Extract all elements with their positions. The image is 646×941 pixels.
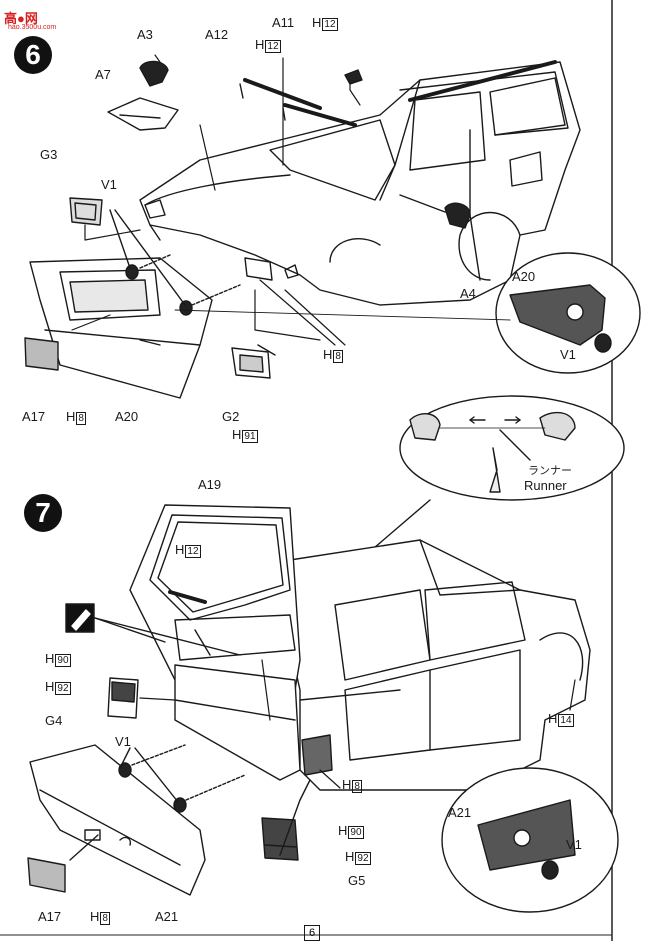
glue-tube-icon [65,603,241,656]
label-h12b-code: 12 [265,40,281,53]
label-a7: A7 [95,67,111,82]
label-a11: A11 [272,15,295,30]
detail-circle-a20 [174,252,641,374]
hatch-door-a19 [129,504,301,701]
part-g2 [231,344,276,379]
roof-rail [408,60,557,102]
label-h12-prefix: H [312,15,322,30]
label-g5: G5 [348,873,366,888]
label-h12b-prefix: H [255,37,265,52]
label-h8-rear-code: 8 [352,780,362,793]
watermark-logo: 高●网 [4,11,38,26]
label-a20: A20 [115,409,139,424]
label-h14-code: 14 [558,714,574,727]
rear-panel [174,664,301,781]
assembly-arrows [71,54,361,346]
runner-label-english: Runner [524,478,567,493]
part-a4 [399,194,471,229]
part-g5 [261,779,311,861]
label-h8b-rear-code: 8 [100,912,110,925]
label-g2: G2 [222,409,240,424]
assembly-arrows-rear [139,659,576,789]
label-h90b-prefix: H [338,823,348,838]
label-h92-prefix: H [45,679,55,694]
car-body-front [139,61,581,306]
step-7-badge: 7 [24,494,62,532]
label-a3: A3 [137,27,153,42]
part-g3 [69,197,103,226]
label-h91-prefix: H [232,427,242,442]
label-h92b-prefix: H [345,849,355,864]
label-a21: A21 [155,909,179,924]
label-h92-code: 92 [55,682,71,695]
label-h8a-prefix: H [66,409,76,424]
detail-circle-a21 [441,767,619,913]
part-g4 [107,677,139,719]
label-h90-code: 90 [55,654,71,667]
label-a17-rear: A17 [38,909,62,924]
label-a17: A17 [22,409,46,424]
step-6-badge: 6 [14,36,52,74]
detail-label-v1: V1 [560,347,576,362]
label-h8b-code: 8 [333,350,343,363]
car-body-rear [279,539,591,791]
detail-label-a21: A21 [448,805,472,820]
part-a7 [107,97,179,131]
part-a17-rear [27,834,99,893]
detail-label-a20: A20 [512,269,536,284]
label-h91-code: 91 [242,430,258,443]
detail-label-v1-rear: V1 [566,837,582,852]
label-h92b-code: 92 [355,852,371,865]
pins-v1-rear [118,744,246,813]
label-a12: A12 [205,27,229,42]
label-g3: G3 [40,147,58,162]
part-h12-top [344,69,363,85]
label-h8a-code: 8 [76,412,86,425]
label-h12-code: 12 [322,18,338,31]
label-h12-hatch-code: 12 [185,545,201,558]
label-a4: A4 [460,286,476,301]
pins-v1 [109,209,241,316]
label-g4: G4 [45,713,63,728]
part-a17-front [24,337,59,371]
label-v1: V1 [101,177,117,192]
part-a3 [139,60,169,87]
label-a19: A19 [198,477,222,492]
label-h90b-code: 90 [348,826,364,839]
label-v1-rear: V1 [115,734,131,749]
label-h90-prefix: H [45,651,55,666]
label-h8-rear-prefix: H [342,777,352,792]
runner-label-japanese: ランナー [528,464,572,477]
label-h8b-prefix: H [323,347,333,362]
label-h8b-rear-prefix: H [90,909,100,924]
label-h12-hatch-prefix: H [175,542,185,557]
watermark-url: hao.3500u.com [8,24,57,31]
label-h14-prefix: H [548,711,558,726]
page-number: 6 [304,925,320,941]
front-bumper-a20 [29,257,213,399]
step6-diagram [24,54,641,399]
